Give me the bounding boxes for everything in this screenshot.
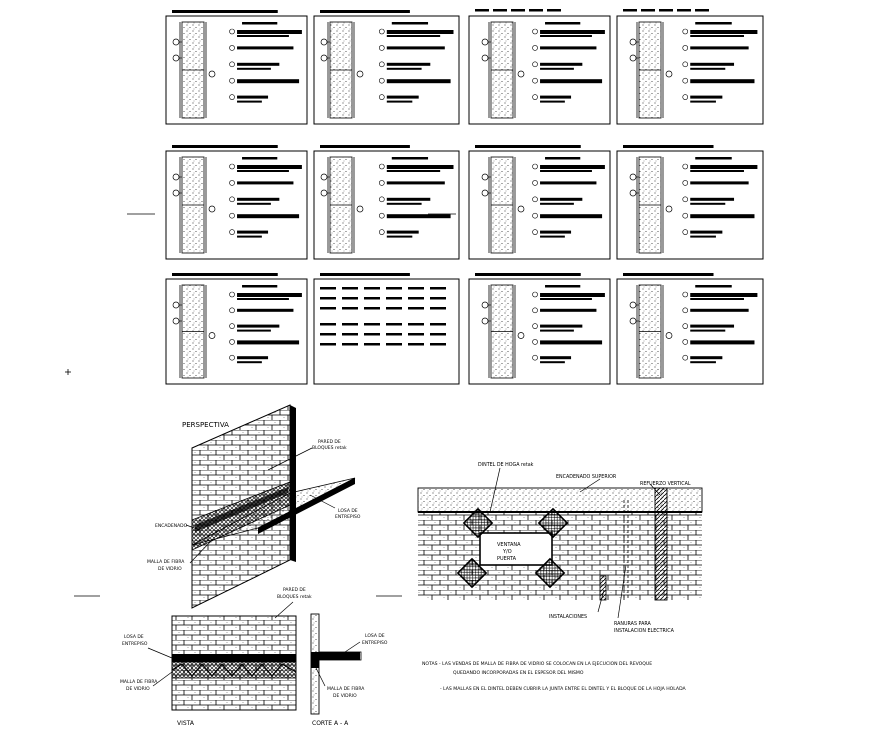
perspective-slab-edge xyxy=(258,478,355,534)
detail-panel-6 xyxy=(313,145,460,260)
panel-frame xyxy=(313,278,460,385)
vista-slab-band xyxy=(172,654,296,662)
section-label-mesh-1: MALLA DE FIBRA xyxy=(327,686,365,692)
elevation-label-opening-1: VENTANA xyxy=(497,542,521,548)
detail-panel-3 xyxy=(468,9,611,125)
detail-panel-2 xyxy=(313,10,460,125)
note-line-2: QUEDANDO INCORPORADAS EN EL ESPESOR DEL … xyxy=(453,670,584,676)
opening-elevation: DINTEL DE HOGA retak ENCADENADO SUPERIOR… xyxy=(417,462,703,634)
vista-title: VISTA xyxy=(177,720,195,727)
section-title: CORTE A - A xyxy=(312,720,349,727)
vista-label-slab-2: ENTREPISO xyxy=(122,641,148,647)
vista-label-wall-2: BLOQUES retak xyxy=(277,594,312,600)
detail-panel-5 xyxy=(165,145,308,260)
perspective-title: PERSPECTIVA xyxy=(182,421,229,429)
elevation-label-refuerzo: REFUERZO VERTICAL xyxy=(640,481,691,487)
elevation-label-ranuras-1: RANURAS PARA xyxy=(614,621,652,627)
perspective-label-wall-2: BLOQUES retak xyxy=(312,445,347,451)
section-label-mesh-2: DE VIDRIO xyxy=(333,693,357,699)
section-label-slab-1: LOSA DE xyxy=(365,633,385,639)
detail-panel-11 xyxy=(468,273,611,385)
vista-label-slab-1: LOSA DE xyxy=(124,634,144,640)
panel-header-bar xyxy=(172,273,278,276)
elevation-label-encadenado: ENCADENADO SUPERIOR xyxy=(556,474,617,480)
panel-header-bar xyxy=(172,145,278,148)
perspective-label-encadenado: ENCADENADO xyxy=(155,523,188,529)
note-line-3: - LAS MALLAS EN EL DINTEL DEBEN CUBRIR L… xyxy=(440,686,687,692)
construction-marks xyxy=(65,213,456,597)
detail-panel-8 xyxy=(616,145,764,260)
perspective-label-slab-2: ENTREPISO xyxy=(335,514,361,520)
vista-label-mesh-1: MALLA DE FIBRA xyxy=(120,679,158,685)
elevation-vertical-reinforcement xyxy=(654,487,668,601)
panel-header-bar xyxy=(475,145,581,148)
perspective-label-mesh-1: MALLA DE FIBRA xyxy=(147,559,185,565)
notes-block: NOTAS - LAS VENDAS DE MALLA DE FIBRA DE … xyxy=(422,661,687,692)
perspective-label-mesh-2: DE VIDRIO xyxy=(158,566,182,572)
vista-label-wall-1: PARED DE xyxy=(283,587,306,593)
elevation-opening xyxy=(479,532,553,566)
section-drawing: LOSA DE ENTREPISO MALLA DE FIBRA DE VIDR… xyxy=(310,613,388,727)
panel-header-bar xyxy=(320,273,410,276)
vista-label-mesh-2: DE VIDRIO xyxy=(126,686,150,692)
detail-panel-4 xyxy=(616,9,764,125)
elevation-mesh-patches xyxy=(456,507,569,589)
perspective-label-wall-1: PARED DE xyxy=(318,439,341,445)
detail-panel-12 xyxy=(616,273,764,385)
panel-header-bar xyxy=(320,10,410,13)
detail-panel-9 xyxy=(165,273,308,385)
elevation-label-opening-3: PUERTA xyxy=(497,556,517,562)
note-line-1: NOTAS - LAS VENDAS DE MALLA DE FIBRA DE … xyxy=(422,661,652,667)
elevation-label-opening-2: Y/O xyxy=(502,549,512,555)
panel-header-bar xyxy=(475,273,581,276)
elevation-label-instalaciones: INSTALACIONES xyxy=(549,614,587,620)
detail-panel-7 xyxy=(468,145,611,260)
detail-panel-1 xyxy=(165,10,308,125)
panel-header-bar xyxy=(320,145,410,148)
vista-drawing: PARED DE BLOQUES retak LOSA DE ENTREPISO… xyxy=(120,587,312,727)
detail-panel-10 xyxy=(313,273,460,385)
panel-header-bar xyxy=(623,273,714,276)
elevation-label-dintel: DINTEL DE HOGA retak xyxy=(478,462,534,468)
section-label-slab-2: ENTREPISO xyxy=(362,640,388,646)
panel-header-bar xyxy=(172,10,278,13)
panel-header-bar xyxy=(623,145,714,148)
perspective-drawing: PERSPECTIVA PARED DE BLOQUES retak LOSA … xyxy=(147,404,361,609)
perspective-label-slab-1: LOSA DE xyxy=(338,508,358,514)
perspective-wall-edge xyxy=(290,405,296,562)
detail-panels-grid xyxy=(165,9,764,385)
elevation-label-ranuras-2: INSTALACION ELECTRICA xyxy=(614,628,675,634)
